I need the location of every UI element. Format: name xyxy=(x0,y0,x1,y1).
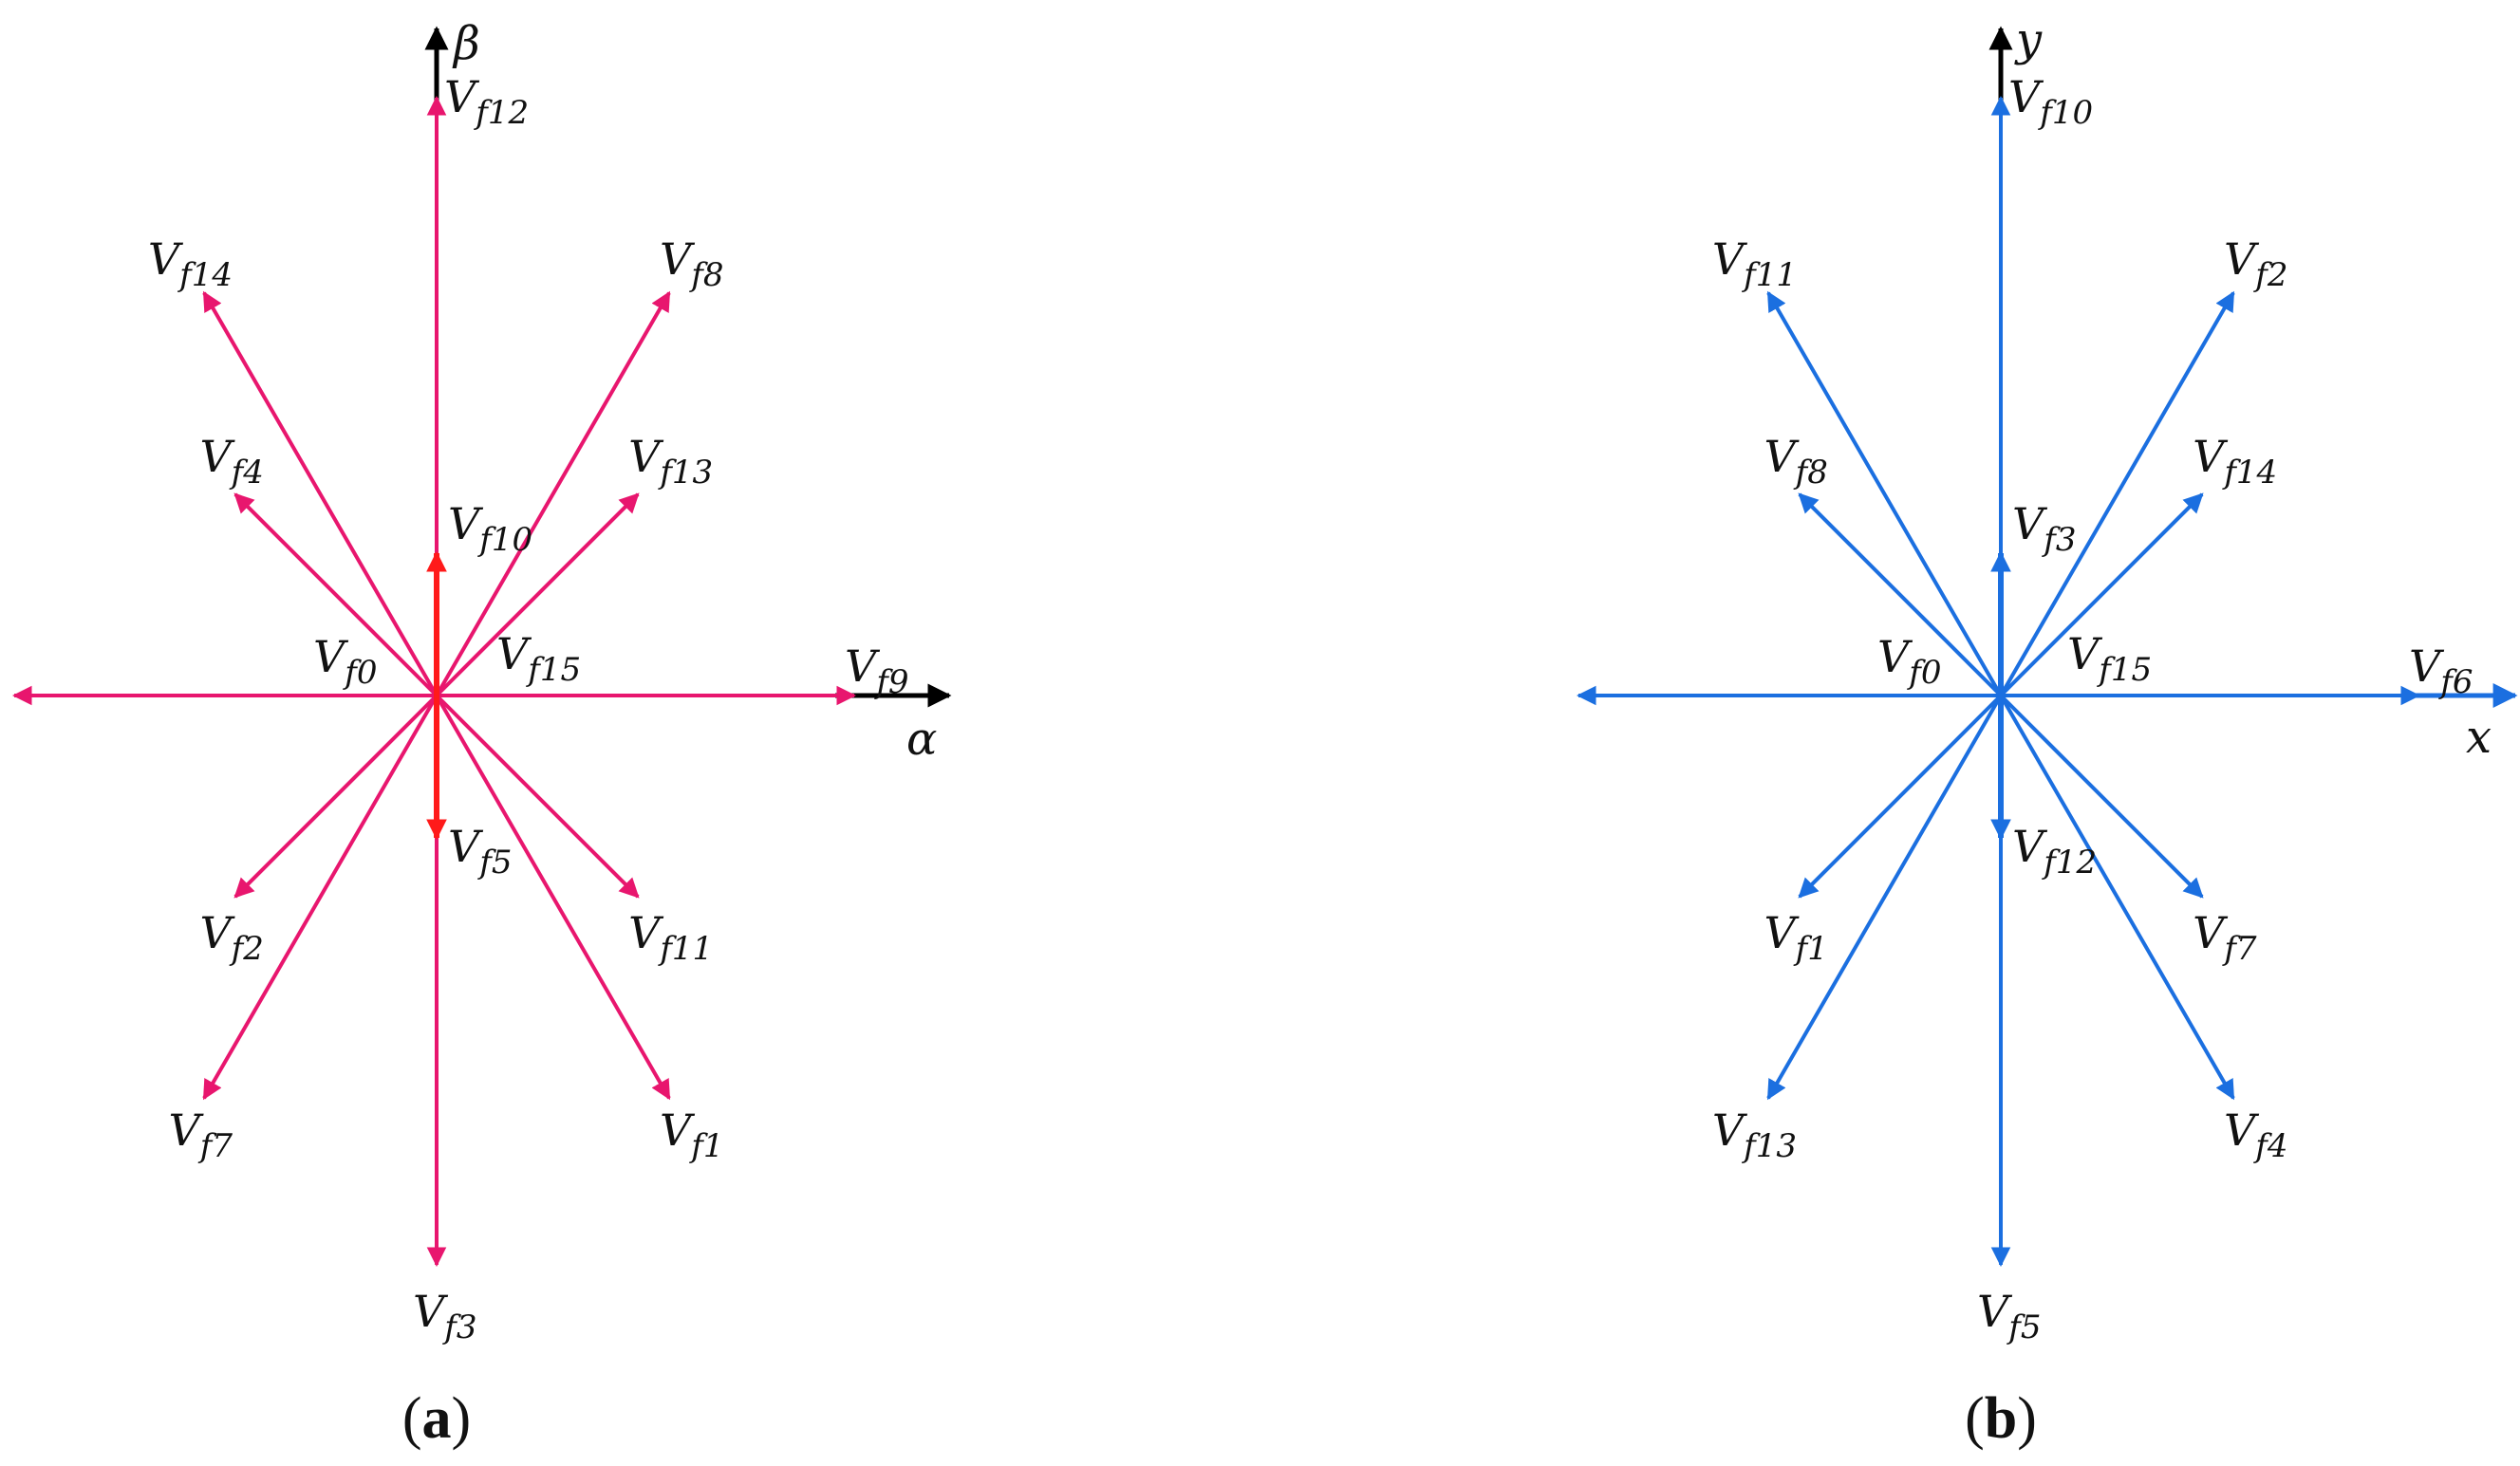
vector-arrow xyxy=(435,695,671,1101)
vector-label: Vf13 xyxy=(1712,1104,1797,1165)
vector-label: Vf1 xyxy=(1764,907,1827,968)
vector-label: Vf3 xyxy=(413,1286,476,1346)
vector-label: Vf0 xyxy=(313,631,377,692)
vector-label: Vf8 xyxy=(660,233,723,294)
vector-label: Vf10 xyxy=(2008,71,2093,132)
vector-arrow xyxy=(233,492,439,697)
vector-arrow xyxy=(1798,492,2003,697)
vector-arrow xyxy=(1766,695,2003,1101)
vector-arrow xyxy=(435,492,640,697)
vector-label: Vf2 xyxy=(2224,233,2287,294)
vector-arrow xyxy=(1999,290,2235,696)
vector-label: Vf15 xyxy=(2067,628,2152,689)
vector-label: Vf11 xyxy=(628,907,713,968)
vector-label: Vf6 xyxy=(2409,640,2473,701)
vector-label: Vf2 xyxy=(199,907,263,968)
vector-label: Vf10 xyxy=(448,498,532,559)
vector-label: Vf4 xyxy=(199,431,263,492)
vector-label: Vf14 xyxy=(148,233,233,294)
vector-label: Vf3 xyxy=(2012,498,2076,559)
vector-arrow xyxy=(1999,695,2235,1101)
vector-arrow xyxy=(435,694,640,899)
vector-label: Vf4 xyxy=(2224,1104,2287,1165)
vector-arrow xyxy=(1999,492,2204,697)
alpha-axis-label: α xyxy=(906,713,937,766)
vector-label: Vf9 xyxy=(845,640,908,701)
vector-label: Vf13 xyxy=(628,431,713,492)
vector-label: Vf11 xyxy=(1712,233,1797,294)
panel-label-b: (b) xyxy=(1965,1386,2037,1451)
x-axis-label: x xyxy=(2466,711,2492,764)
vector-label: Vf15 xyxy=(496,628,581,689)
panel-label-a: (a) xyxy=(402,1386,471,1451)
vector-arrow xyxy=(1798,694,2003,899)
vector-arrow xyxy=(435,290,671,696)
vector-arrow xyxy=(233,694,439,899)
vector-arrow xyxy=(1766,290,2003,696)
vector-label: Vf7 xyxy=(169,1104,233,1165)
vector-label: Vf8 xyxy=(1764,431,1827,492)
vector-arrow xyxy=(202,290,439,696)
vector-label: Vf5 xyxy=(1977,1286,2041,1346)
vector-label: Vf12 xyxy=(2012,821,2097,881)
beta-axis-label: β xyxy=(452,17,480,70)
vector-label: Vf1 xyxy=(660,1104,723,1165)
vector-label: Vf0 xyxy=(1877,631,1941,692)
vector-arrow xyxy=(1999,694,2204,899)
vector-label: Vf7 xyxy=(2193,907,2257,968)
vector-label: Vf12 xyxy=(444,71,529,132)
y-axis-label: y xyxy=(2014,13,2043,66)
vector-label: Vf14 xyxy=(2193,431,2277,492)
vector-arrow xyxy=(202,695,439,1101)
vector-label: Vf5 xyxy=(448,821,512,881)
